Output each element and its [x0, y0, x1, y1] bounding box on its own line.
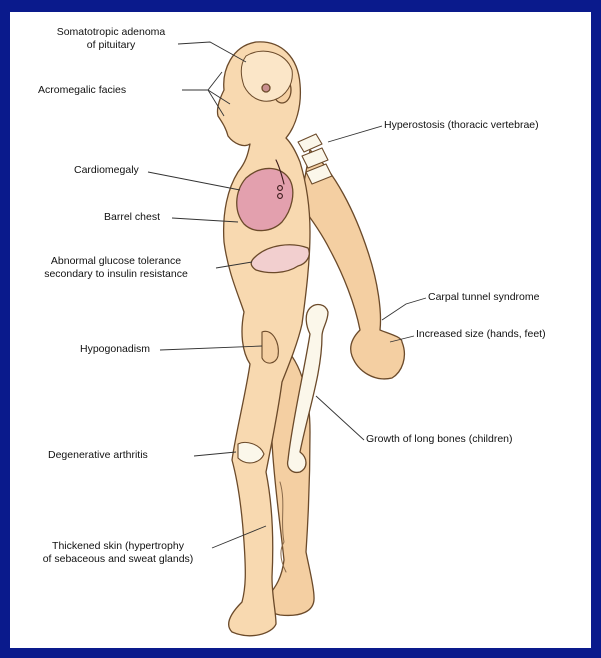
line-degenerative [194, 452, 236, 456]
line-acromegalic-1 [182, 72, 222, 90]
label-somatotropic-line-2: of pituitary [44, 39, 178, 52]
pituitary-adenoma [262, 84, 270, 92]
label-acromegalic-facies: Acromegalic facies [38, 84, 126, 97]
label-hypogonadism: Hypogonadism [80, 343, 150, 356]
label-cardiomegaly: Cardiomegaly [74, 164, 139, 177]
label-somatotropic-line-1: Somatotropic adenoma [44, 26, 178, 39]
label-degenerative-arthritis: Degenerative arthritis [48, 449, 148, 462]
label-barrel-chest: Barrel chest [104, 211, 160, 224]
label-glucose-line-2: secondary to insulin resistance [18, 268, 214, 281]
label-growth-long-bones: Growth of long bones (children) [366, 433, 513, 446]
label-carpal-tunnel: Carpal tunnel syndrome [428, 291, 539, 304]
label-thickened-line-1: Thickened skin (hypertrophy [28, 540, 208, 553]
line-hyperostosis [328, 126, 382, 142]
line-carpal [382, 298, 426, 320]
label-increased-size: Increased size (hands, feet) [416, 328, 546, 341]
label-hyperostosis: Hyperostosis (thoracic vertebrae) [384, 119, 539, 132]
illustration-panel: Somatotropic adenoma of pituitary Acrome… [10, 12, 591, 648]
label-thickened-skin: Thickened skin (hypertrophy of sebaceous… [28, 540, 208, 566]
brain-region [241, 51, 292, 101]
label-thickened-line-2: of sebaceous and sweat glands) [28, 553, 208, 566]
line-cardiomegaly [148, 172, 240, 190]
label-somatotropic-adenoma: Somatotropic adenoma of pituitary [44, 26, 178, 52]
label-glucose-line-1: Abnormal glucose tolerance [18, 255, 214, 268]
line-growth [316, 396, 364, 440]
label-abnormal-glucose: Abnormal glucose tolerance secondary to … [18, 255, 214, 281]
